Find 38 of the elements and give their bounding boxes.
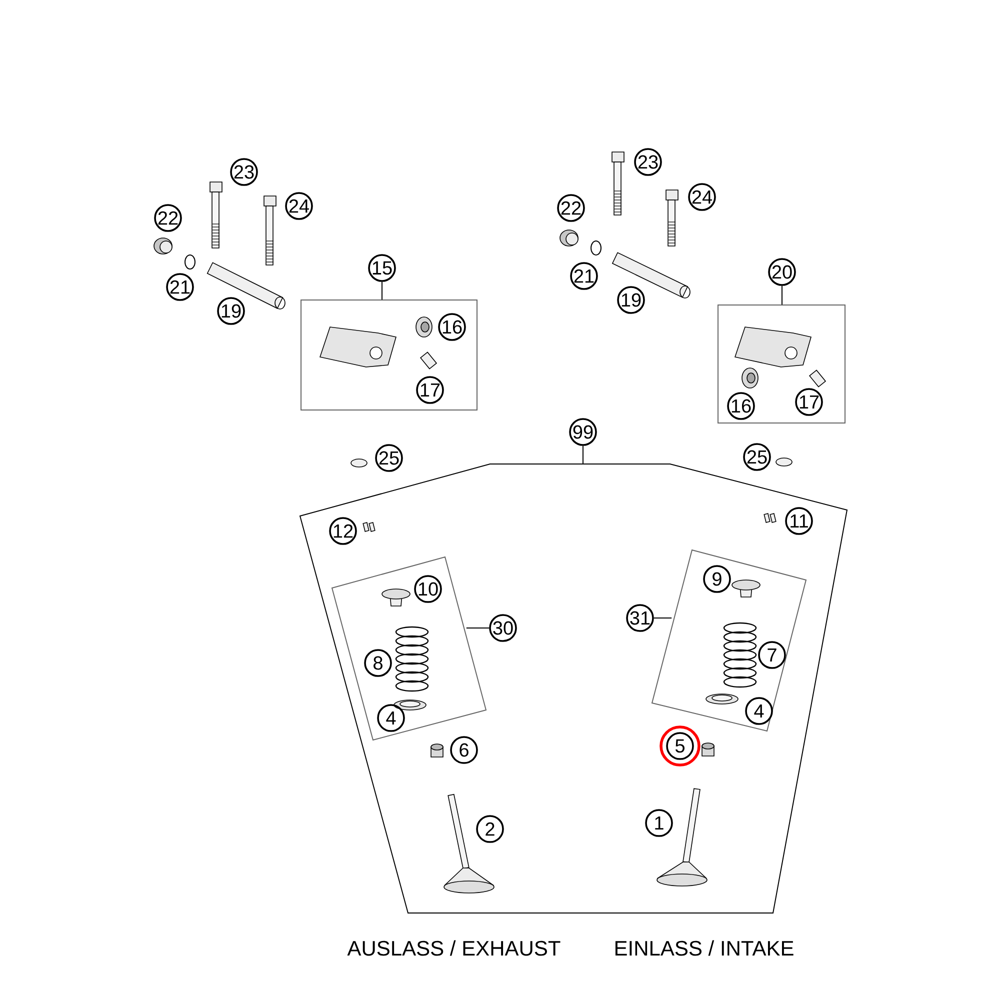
callout-number: 99 (569, 418, 597, 446)
leader-line (582, 445, 584, 464)
callout-number: 17 (795, 388, 823, 416)
callout-number: 22 (154, 204, 182, 232)
callout-number: 2 (476, 815, 504, 843)
callout-number: 16 (727, 392, 755, 420)
callout-number: 24 (285, 192, 313, 220)
callout-number: 31 (626, 604, 654, 632)
callout-number: 1 (645, 809, 673, 837)
callout-number: 25 (375, 444, 403, 472)
callout-number: 15 (368, 254, 396, 282)
callout-number: 6 (450, 736, 478, 764)
callout-number: 21 (570, 262, 598, 290)
callout-number: 19 (217, 297, 245, 325)
callout-number: 11 (785, 507, 813, 535)
caption-label: AUSLASS / EXHAUST (347, 940, 560, 956)
group-frame (300, 300, 478, 410)
callout-number: 30 (489, 614, 517, 642)
callout-number: 10 (414, 575, 442, 603)
callout-number: 16 (438, 313, 466, 341)
callout-number: 12 (329, 517, 357, 545)
callout-number: 7 (758, 641, 786, 669)
callout-number: 9 (703, 565, 731, 593)
callout-number: 4 (745, 697, 773, 725)
caption-label: EINLASS / INTAKE (615, 940, 794, 956)
callout-number: 20 (768, 258, 796, 286)
callout-number: 22 (557, 194, 585, 222)
callout-number: 4 (377, 704, 405, 732)
callout-number: 8 (364, 649, 392, 677)
callout-number: 21 (166, 273, 194, 301)
callout-number: 5 (666, 732, 694, 760)
callout-number: 17 (416, 376, 444, 404)
callout-number: 19 (617, 286, 645, 314)
callout-number: 25 (743, 443, 771, 471)
callout-number: 23 (634, 148, 662, 176)
callout-number: 23 (230, 158, 258, 186)
callout-number: 24 (688, 183, 716, 211)
group-frame (718, 304, 846, 424)
